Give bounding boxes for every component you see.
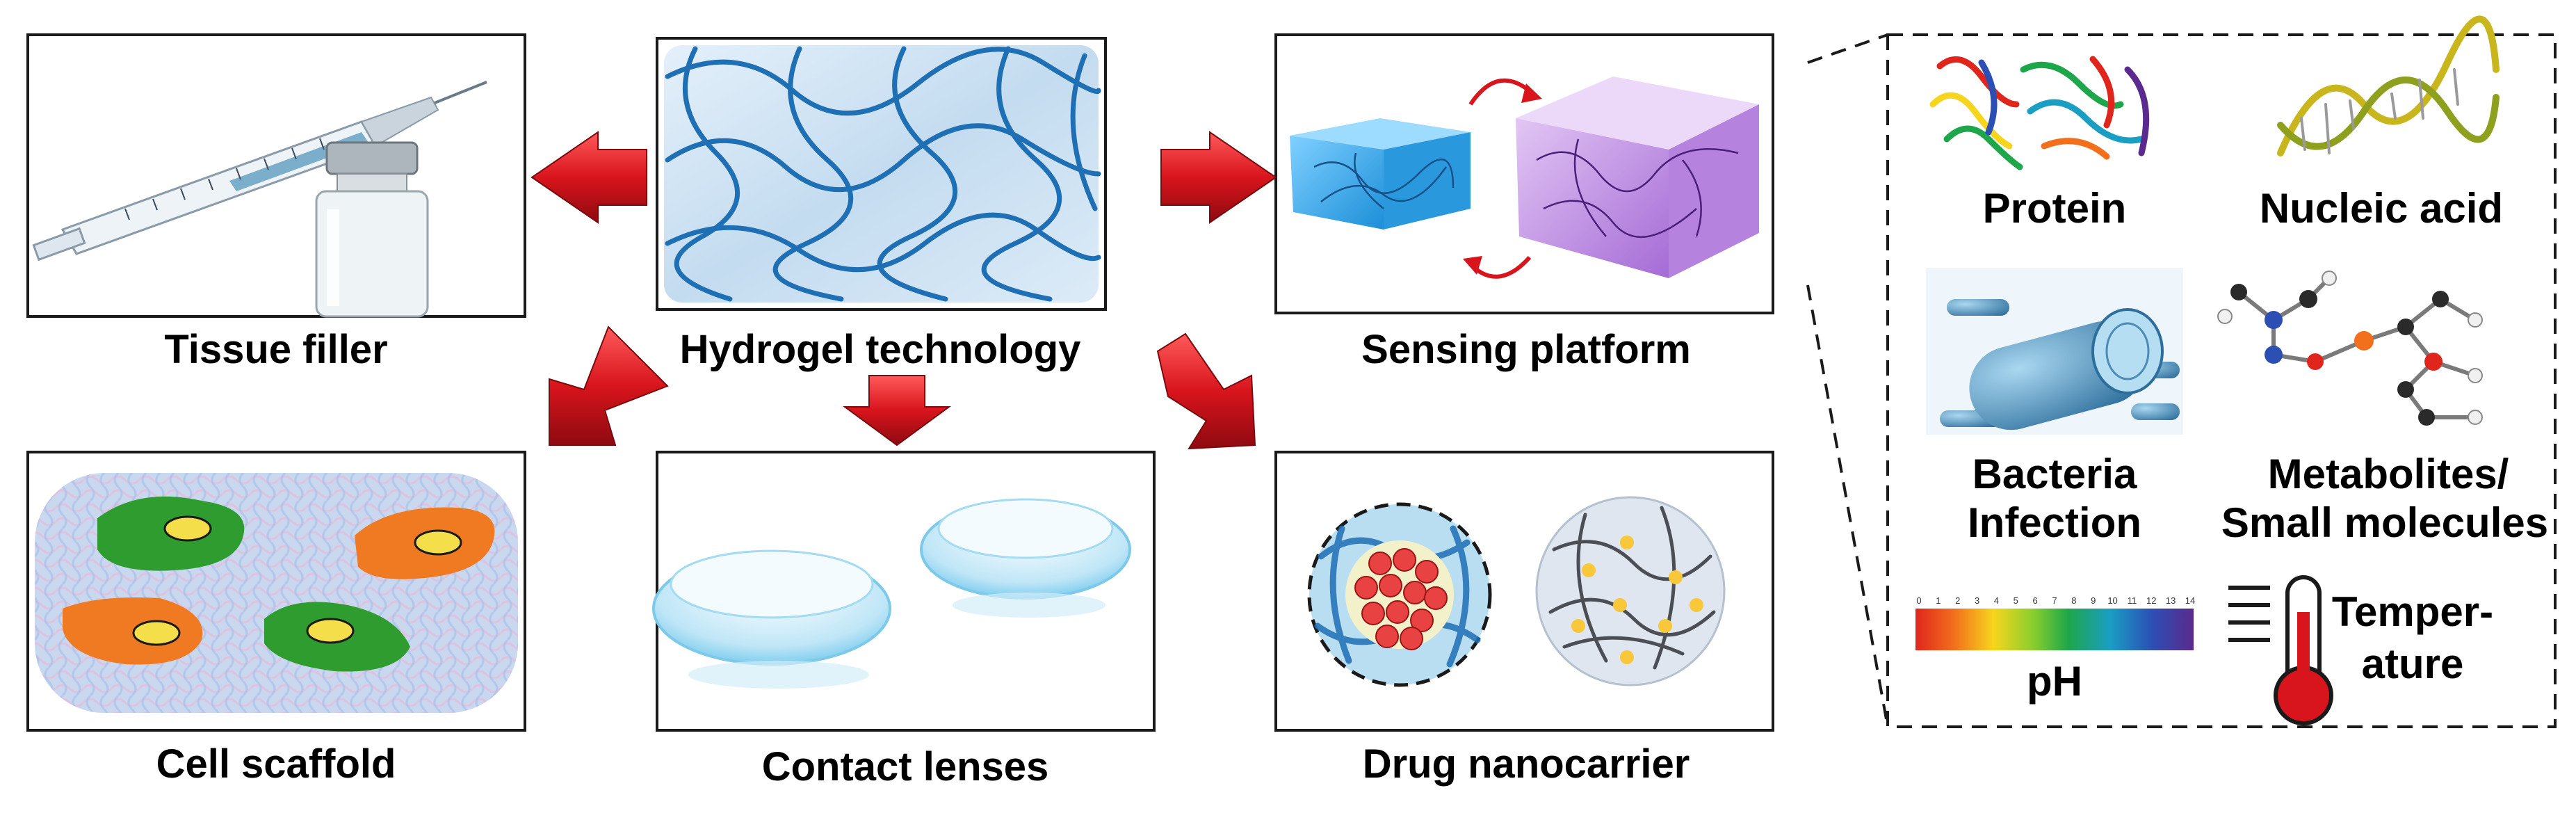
contact-lens-front	[652, 549, 891, 689]
arrow-to-tissue-filler	[530, 131, 647, 224]
ph-tick-label: 1	[1936, 595, 1941, 606]
cell-green-2	[264, 602, 410, 672]
zoom-connector	[1806, 33, 1889, 727]
vial-illustration	[315, 141, 429, 318]
swollen-gel-small	[1290, 118, 1471, 230]
label-metabolites: Metabolites/	[2268, 451, 2509, 497]
arrow-to-sensing-platform	[1160, 131, 1277, 224]
ph-tick-label: 6	[2033, 595, 2038, 606]
label-bacteria: Bacteria	[1972, 451, 2137, 497]
swollen-gel-large	[1516, 77, 1759, 278]
label-nucleic-acid: Nucleic acid	[2260, 185, 2503, 232]
ph-tick-label: 14	[2185, 595, 2195, 606]
bacteria-icon	[1926, 268, 2183, 435]
sensing-platform-panel	[1274, 33, 1774, 314]
protein-structure-icon	[1929, 56, 2150, 170]
cell-orange-2	[63, 597, 203, 665]
ph-tick-label: 12	[2146, 595, 2156, 606]
ph-tick-label: 0	[1916, 595, 1921, 606]
ph-tick-label: 13	[2166, 595, 2176, 606]
label-contact-lenses: Contact lenses	[762, 744, 1049, 789]
network-nanocarrier	[1535, 496, 1726, 686]
label-tissue-filler: Tissue filler	[164, 327, 387, 372]
red-arrows	[530, 131, 1277, 450]
label-drug-nanocarrier: Drug nanocarrier	[1363, 741, 1690, 787]
ph-tick-label: 11	[2128, 595, 2137, 606]
label-infection: Infection	[1968, 499, 2141, 546]
hydrogel-center-panel	[656, 37, 1107, 311]
contact-lenses-panel	[652, 451, 1156, 732]
cell-scaffold-panel	[26, 451, 526, 732]
label-hydrogel-technology: Hydrogel technology	[680, 327, 1081, 372]
ph-tick-label: 5	[2014, 595, 2018, 606]
ph-tick-label: 4	[1994, 595, 1999, 606]
drug-nanocarrier-panel	[1274, 451, 1774, 732]
thermometer-icon	[2228, 575, 2333, 725]
contact-lens-back	[920, 498, 1131, 618]
label-ph: pH	[2027, 658, 2082, 705]
ph-tick-label: 2	[1955, 595, 1960, 606]
label-cell-scaffold: Cell scaffold	[156, 741, 396, 787]
cell-orange-1	[355, 507, 495, 579]
label-sensing-platform: Sensing platform	[1361, 327, 1691, 372]
dna-helix-icon	[2277, 15, 2500, 156]
arrow-to-cell-scaffold	[549, 325, 669, 446]
label-temper: Temper-	[2332, 588, 2493, 635]
label-protein: Protein	[1983, 185, 2127, 232]
ph-tick-label: 8	[2071, 595, 2076, 606]
small-molecule-icon	[2217, 271, 2483, 426]
core-shell-nanocarrier	[1307, 502, 1492, 687]
ph-tick-label: 3	[1975, 595, 1979, 606]
ph-tick-label: 7	[2052, 595, 2057, 606]
ph-tick-label: 10	[2107, 595, 2117, 606]
label-ature: ature	[2362, 641, 2464, 687]
hydrogel-network	[665, 46, 1101, 302]
ph-tick-label: 9	[2091, 595, 2096, 606]
cell-green-1	[97, 496, 245, 571]
label-small-molecules: Small molecules	[2221, 499, 2548, 546]
tissue-filler-panel	[26, 33, 526, 318]
arrow-to-drug-nanocarrier	[1156, 332, 1256, 450]
reversible-switch-arrows	[1463, 78, 1542, 279]
arrow-to-contact-lenses	[842, 375, 952, 447]
